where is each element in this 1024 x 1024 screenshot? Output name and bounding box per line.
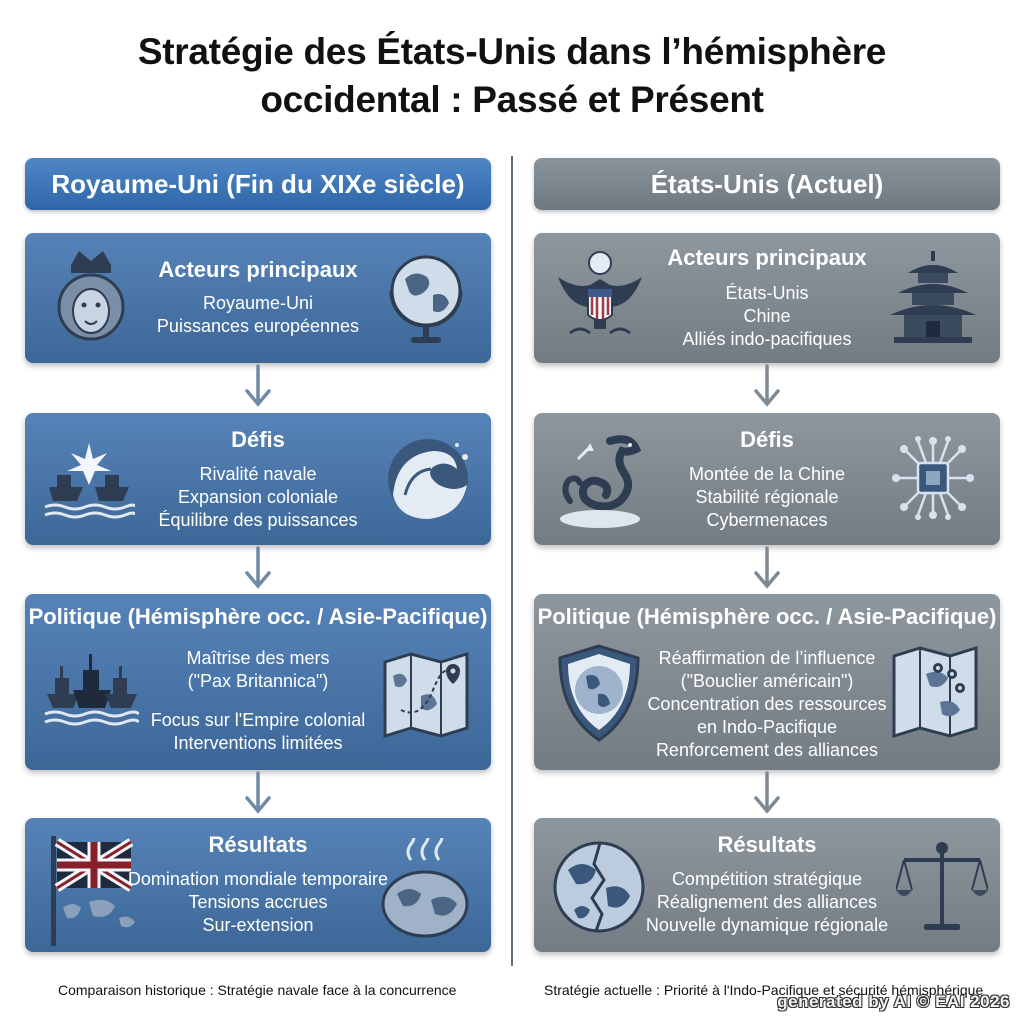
card-results-us: Résultats Compétition stratégique Réalig… — [534, 818, 1000, 952]
pagoda-icon — [888, 251, 978, 347]
flow-arrow — [754, 546, 780, 589]
card-title: Acteurs principaux — [158, 257, 358, 282]
card-text: Réaffirmation de l’influence ("Bouclier … — [534, 647, 1000, 762]
card-title: Résultats — [208, 832, 308, 857]
card-line: États-Unis — [725, 283, 809, 303]
card-results-uk: Résultats Domination mondiale temporaire… — [25, 818, 491, 952]
card-text: Royaume-Uni Puissances européennes — [25, 292, 491, 338]
map-pins-icon — [890, 644, 980, 740]
map-icon — [381, 650, 471, 740]
card-text: Maîtrise des mers ("Pax Britannica") Foc… — [25, 647, 491, 755]
card-line: ("Bouclier américain") — [680, 671, 854, 691]
card-line: Tensions accrues — [188, 892, 328, 912]
warships-icon — [43, 441, 135, 521]
watermark: generated by AI © EAI 2026 — [777, 992, 1010, 1011]
card-title: Défis — [740, 427, 794, 452]
card-line: Réaffirmation de l’influence — [658, 648, 876, 668]
wave-icon — [385, 435, 475, 525]
card-title: Politique (Hémisphère occ. / Asie-Pacifi… — [28, 604, 488, 629]
card-line: Stabilité régionale — [695, 487, 839, 507]
footnote-right: Stratégie actuelle : Priorité à l'Indo-P… — [544, 982, 984, 998]
card-text: États-Unis Chine Alliés indo-pacifiques — [534, 282, 1000, 351]
card-line: Focus sur l'Empire colonial — [150, 710, 366, 730]
title-line-2: occidental : Passé et Présent — [260, 79, 764, 120]
globe-icon — [383, 251, 469, 347]
fleet-icon — [43, 638, 139, 728]
card-challenges-uk: Défis Rivalité navale Expansion colonial… — [25, 413, 491, 545]
circuit-chip-icon — [888, 433, 978, 523]
dragon-icon — [550, 431, 650, 531]
cracked-globe-icon — [552, 840, 646, 934]
flow-arrow — [245, 364, 271, 407]
card-line: Expansion coloniale — [177, 487, 339, 507]
card-line: en Indo-Pacifique — [696, 717, 838, 737]
card-line: Puissances européennes — [156, 316, 360, 336]
card-line: Compétition stratégique — [671, 869, 863, 889]
card-policy-us: Politique (Hémisphère occ. / Asie-Pacifi… — [534, 594, 1000, 770]
fading-globe-icon — [377, 838, 473, 938]
card-line: Nouvelle dynamique régionale — [645, 915, 889, 935]
card-text: Rivalité navale Expansion coloniale Équi… — [25, 463, 491, 532]
card-line: Concentration des ressources — [647, 694, 887, 714]
card-line: Réalignement des alliances — [656, 892, 878, 912]
flow-arrow — [245, 771, 271, 814]
title-line-1: Stratégie des États-Unis dans l’hémisphè… — [137, 31, 887, 72]
card-text: Domination mondiale temporaire Tensions … — [25, 868, 491, 937]
card-text: Montée de la Chine Stabilité régionale C… — [534, 463, 1000, 532]
card-title: Acteurs principaux — [667, 245, 867, 270]
card-line: Équilibre des puissances — [158, 510, 358, 530]
card-challenges-us: Défis Montée de la Chine Stabilité régio… — [534, 413, 1000, 545]
column-divider — [511, 156, 513, 966]
shield-globe-icon — [556, 644, 642, 744]
footnote-left: Comparaison historique : Stratégie naval… — [58, 982, 457, 998]
card-line: Chine — [743, 306, 791, 326]
flow-arrow — [754, 771, 780, 814]
card-line: Rivalité navale — [199, 464, 317, 484]
page-title: Stratégie des États-Unis dans l’hémisphè… — [0, 28, 1024, 124]
card-line: Sur-extension — [202, 915, 314, 935]
card-title: Défis — [231, 427, 285, 452]
card-line: Montée de la Chine — [688, 464, 846, 484]
card-line: Maîtrise des mers — [186, 648, 330, 668]
card-policy-uk: Politique (Hémisphère occ. / Asie-Pacifi… — [25, 594, 491, 770]
card-title: Résultats — [717, 832, 817, 857]
lion-crown-icon — [51, 247, 131, 347]
card-line: Renforcement des alliances — [655, 740, 879, 760]
card-text: Compétition stratégique Réalignement des… — [534, 868, 1000, 937]
card-line: Domination mondiale temporaire — [127, 869, 389, 889]
card-actors-uk: Acteurs principaux Royaume-Uni Puissance… — [25, 233, 491, 363]
card-line: ("Pax Britannica") — [187, 671, 329, 691]
card-line: Royaume-Uni — [202, 293, 314, 313]
card-line: Cybermenaces — [706, 510, 828, 530]
eagle-seal-icon — [550, 249, 650, 349]
union-flag-icon — [49, 836, 159, 946]
card-line: Interventions limitées — [173, 733, 343, 753]
card-line: Alliés indo-pacifiques — [682, 329, 852, 349]
card-actors-us: Acteurs principaux États-Unis Chine Alli… — [534, 233, 1000, 363]
flow-arrow — [754, 364, 780, 407]
column-header-uk: Royaume-Uni (Fin du XIXe siècle) — [25, 158, 491, 210]
column-header-us: États-Unis (Actuel) — [534, 158, 1000, 210]
scales-icon — [896, 840, 988, 936]
card-title: Politique (Hémisphère occ. / Asie-Pacifi… — [537, 604, 997, 629]
flow-arrow — [245, 546, 271, 589]
